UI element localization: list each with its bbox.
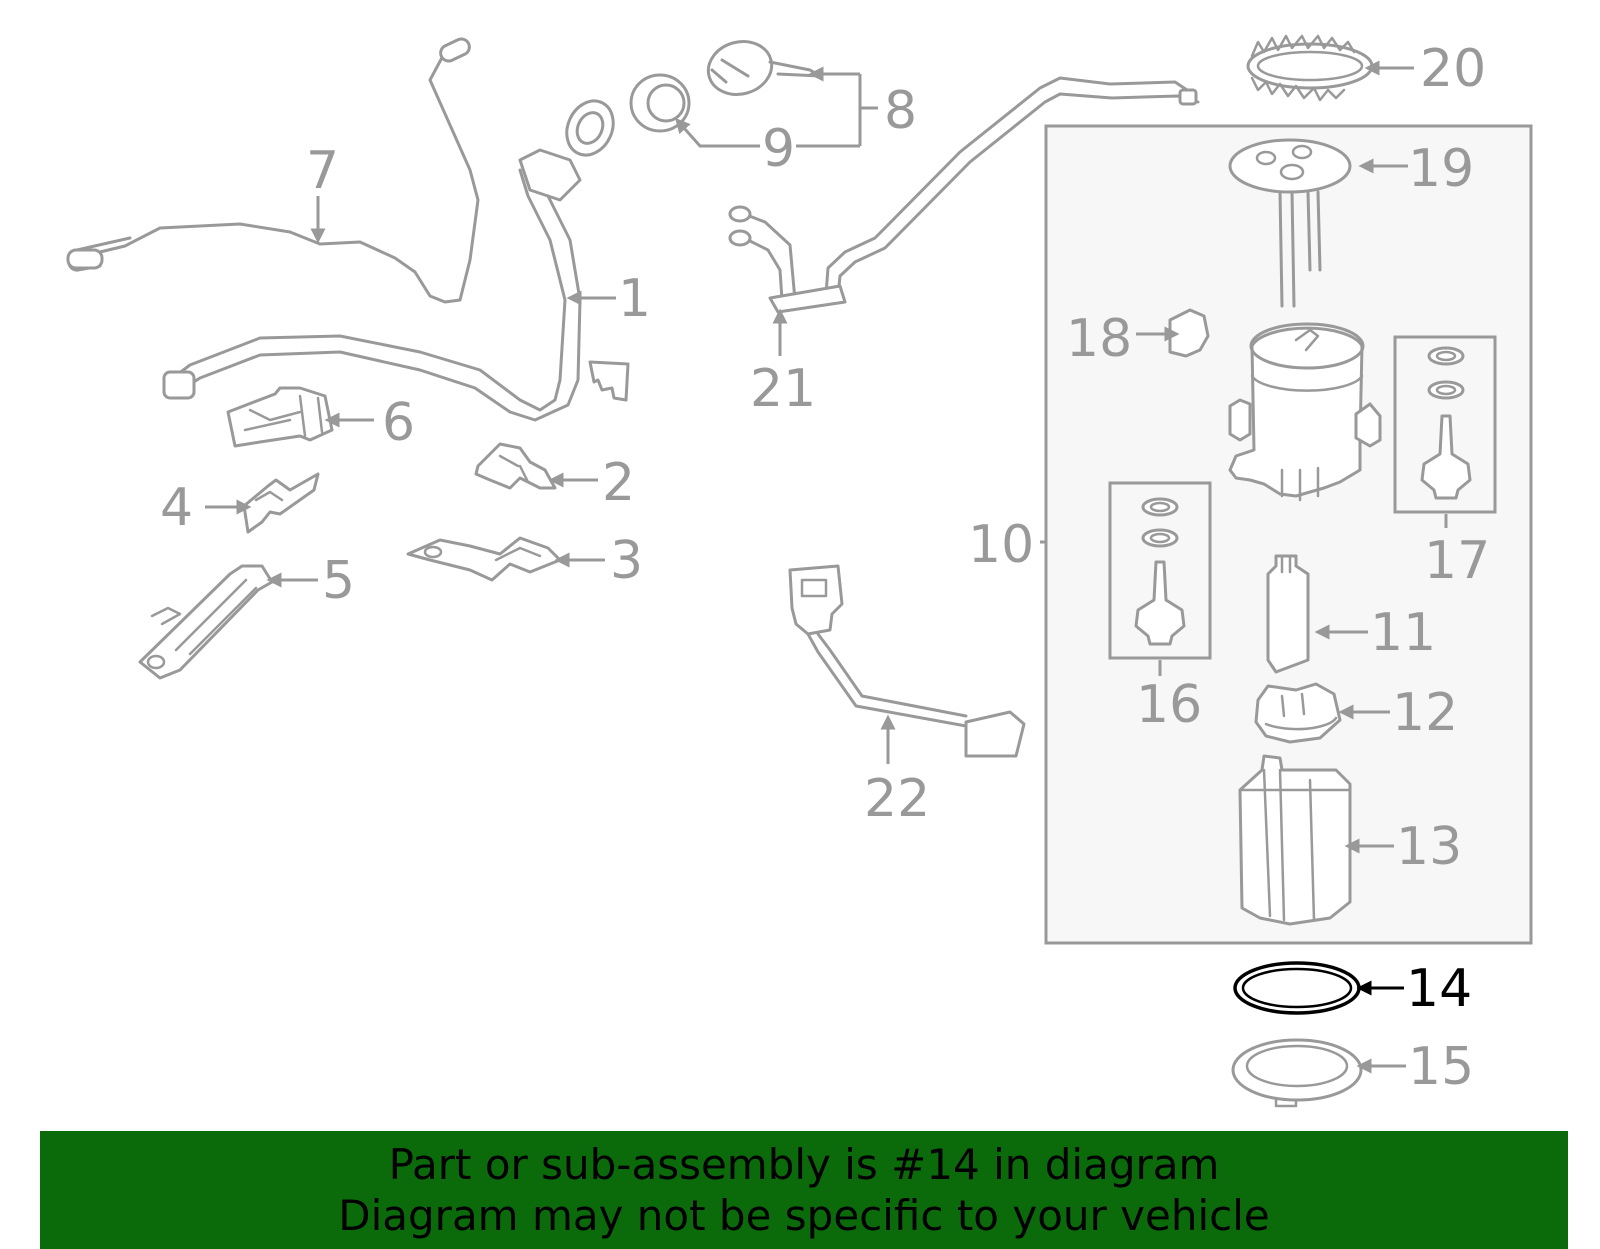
callout-18: 18 xyxy=(1066,309,1132,369)
part-15-ring xyxy=(1231,1038,1363,1108)
pump-body xyxy=(1228,322,1382,502)
callout-17: 17 xyxy=(1424,531,1490,591)
part-2-bracket xyxy=(474,442,557,490)
callout-5: 5 xyxy=(322,551,355,611)
leader-lines xyxy=(205,60,1448,1074)
callout-6: 6 xyxy=(382,393,415,453)
part-22-level-sender xyxy=(788,564,1026,758)
part-14-seal xyxy=(1233,961,1361,1015)
callout-8: 8 xyxy=(884,81,917,141)
part-7-vent-tube xyxy=(66,37,480,304)
part-13-reservoir xyxy=(1238,754,1352,926)
part-4-clip xyxy=(242,472,320,534)
callout-15: 15 xyxy=(1408,1037,1474,1097)
callout-13: 13 xyxy=(1396,817,1462,877)
part-3-bracket xyxy=(406,536,562,582)
callout-21: 21 xyxy=(750,359,816,419)
part-9-seal xyxy=(629,73,691,133)
part-20-lock-ring xyxy=(1246,34,1374,102)
callout-7: 7 xyxy=(306,141,339,201)
parts-diagram: 1 2 3 4 5 6 7 8 9 10 11 12 13 14 15 16 1… xyxy=(66,34,1533,1108)
part-21-harness xyxy=(728,76,1200,314)
part-16-inset xyxy=(1108,481,1212,660)
callout-14: 14 xyxy=(1406,959,1472,1019)
part-18-connector xyxy=(1168,308,1210,358)
callout-2: 2 xyxy=(602,453,635,513)
part-1-bracket xyxy=(588,360,630,402)
info-banner: Part or sub-assembly is #14 in diagram D… xyxy=(40,1131,1568,1249)
banner-line-1: Part or sub-assembly is #14 in diagram xyxy=(388,1140,1220,1189)
callout-16: 16 xyxy=(1136,675,1202,735)
callout-19: 19 xyxy=(1408,139,1474,199)
banner-line-2: Diagram may not be specific to your vehi… xyxy=(338,1191,1270,1240)
callout-20: 20 xyxy=(1420,39,1486,99)
callout-4: 4 xyxy=(160,478,193,538)
callout-9: 9 xyxy=(762,119,795,179)
callout-labels: 1 2 3 4 5 6 7 8 9 10 11 12 13 14 15 16 1… xyxy=(160,39,1490,1097)
part-12-retainer xyxy=(1254,682,1342,744)
callout-3: 3 xyxy=(610,531,643,591)
callout-22: 22 xyxy=(864,769,930,829)
part-17-inset xyxy=(1393,335,1497,514)
callout-1: 1 xyxy=(618,269,651,329)
callout-12: 12 xyxy=(1392,683,1458,743)
callout-11: 11 xyxy=(1370,603,1436,663)
part-19-flange xyxy=(1228,138,1352,308)
part-11-fuel-pump xyxy=(1266,554,1310,674)
part-8-fuel-cap xyxy=(706,40,822,96)
callout-10: 10 xyxy=(968,515,1034,575)
part-6-clip xyxy=(226,386,334,448)
part-5-strap xyxy=(138,564,274,680)
